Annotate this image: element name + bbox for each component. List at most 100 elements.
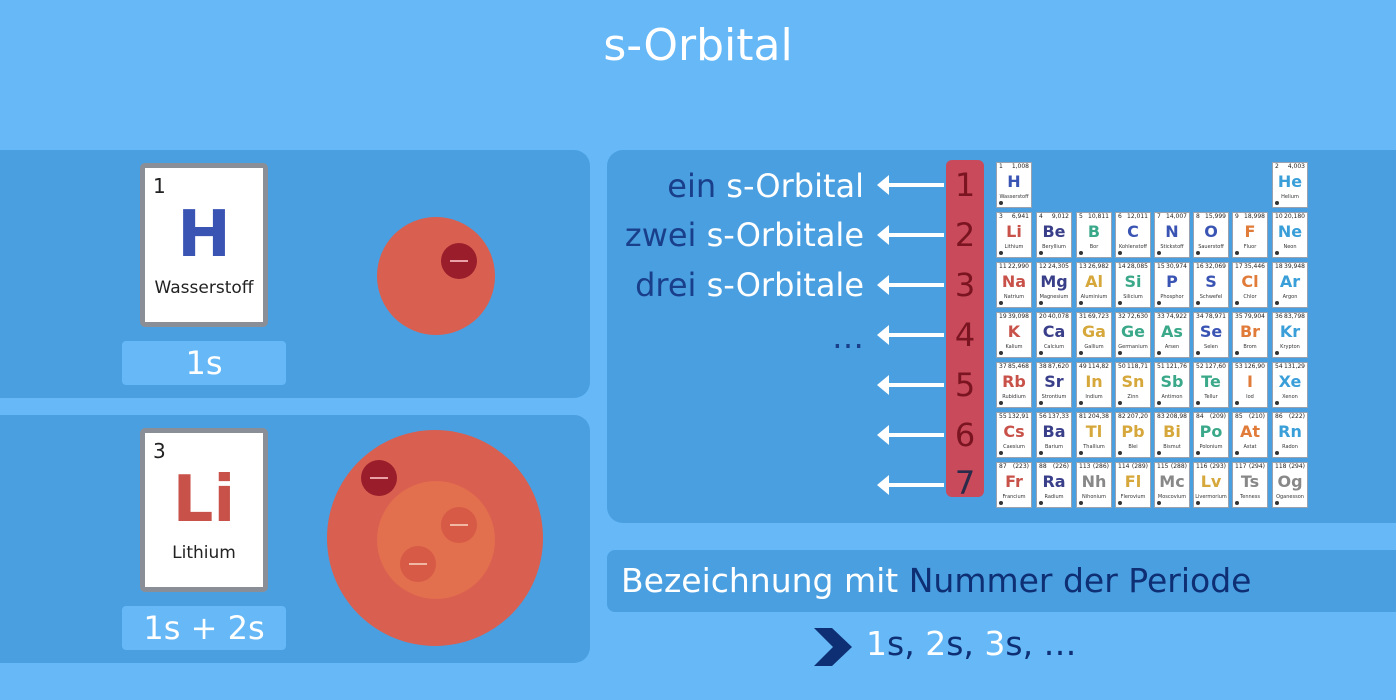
electron-icon [441, 507, 477, 543]
state-dot-icon [1275, 451, 1279, 455]
cell-atomic-mass: (226) [1052, 463, 1069, 470]
cell-name: Oganesson [1276, 494, 1304, 500]
cell-name: Radium [1044, 494, 1064, 500]
element-symbol: Li [172, 463, 236, 537]
state-dot-icon [1118, 301, 1122, 305]
state-dot-icon [1196, 251, 1200, 255]
cell-atomic-mass: (294) [1288, 463, 1305, 470]
state-dot-icon [1118, 451, 1122, 455]
cell-atomic-mass: (209) [1209, 413, 1226, 420]
cell-atomic-mass: 79,904 [1244, 313, 1265, 320]
cell-name: Flerovium [1120, 494, 1146, 500]
cell-name: Nihonium [1082, 494, 1106, 500]
cell-name: Caesium [1003, 444, 1025, 450]
cell-atomic-mass: (294) [1248, 463, 1265, 470]
cell-symbol: B [1087, 222, 1101, 241]
cell-symbol: Ar [1279, 272, 1301, 291]
cell-name: Neon [1283, 244, 1297, 250]
cell-atomic-mass: 1,008 [1011, 163, 1029, 170]
cell-atomic-number: 17 [1235, 263, 1243, 270]
cell-atomic-number: 82 [1118, 413, 1126, 420]
state-dot-icon [1157, 251, 1161, 255]
cell-atomic-mass: (286) [1092, 463, 1109, 470]
period-number: 7 [954, 464, 976, 502]
cell-atomic-number: 6 [1118, 213, 1122, 220]
cell-atomic-number: 54 [1275, 363, 1283, 370]
state-dot-icon [1235, 351, 1239, 355]
cell-atomic-number: 11 [999, 263, 1007, 270]
cell-symbol: Bi [1163, 422, 1181, 441]
cell-symbol: O [1204, 222, 1218, 241]
cell-name: Aluminium [1080, 294, 1108, 300]
period-number: 6 [954, 416, 976, 454]
cell-symbol: Sn [1121, 372, 1145, 391]
cell-atomic-mass: 24,305 [1048, 263, 1069, 270]
state-dot-icon [1039, 251, 1043, 255]
cell-symbol: Ra [1042, 472, 1066, 491]
cell-atomic-number: 5 [1079, 213, 1083, 220]
state-dot-icon [1157, 351, 1161, 355]
cell-atomic-mass: 69,723 [1088, 313, 1109, 320]
lithium-1s-orbital [377, 481, 495, 599]
cell-symbol: Mc [1159, 472, 1185, 491]
hydrogen-element-card: 1 H Wasserstoff [140, 163, 268, 327]
cell-name: Kalium [1005, 344, 1023, 350]
cell-atomic-number: 52 [1196, 363, 1204, 370]
cell-symbol: Ga [1082, 322, 1106, 341]
cell-atomic-number: 14 [1118, 263, 1126, 270]
cell-atomic-mass: 28,085 [1127, 263, 1148, 270]
cell-atomic-mass: 118,71 [1127, 363, 1148, 370]
state-dot-icon [1079, 501, 1083, 505]
cell-symbol: Po [1199, 422, 1223, 441]
cell-atomic-number: 32 [1118, 313, 1126, 320]
lithium-orbital-label: 1s + 2s [122, 606, 286, 650]
cell-symbol: Br [1239, 322, 1261, 341]
cell-name: Francium [1002, 494, 1026, 500]
cell-atomic-number: 9 [1235, 213, 1239, 220]
cell-name: Tenness [1240, 494, 1260, 500]
cell-symbol: As [1161, 322, 1183, 341]
cell-atomic-mass: 4,003 [1287, 163, 1305, 170]
cell-symbol: Ca [1042, 322, 1066, 341]
cell-atomic-number: 1 [999, 163, 1003, 170]
state-dot-icon [999, 351, 1003, 355]
cell-name: Phosphor [1160, 294, 1184, 300]
cell-atomic-mass: 78,971 [1205, 313, 1226, 320]
cell-symbol: Rb [1002, 372, 1026, 391]
cell-atomic-mass: 87,620 [1048, 363, 1069, 370]
cell-name: Silicium [1123, 294, 1143, 300]
state-dot-icon [1157, 301, 1161, 305]
state-dot-icon [1157, 451, 1161, 455]
cell-atomic-mass: 114,82 [1088, 363, 1109, 370]
cell-name: Selen [1204, 344, 1218, 350]
period-number: 2 [954, 216, 976, 254]
cell-name: Calcium [1043, 344, 1065, 350]
cell-name: Stickstoff [1160, 244, 1184, 250]
cell-atomic-mass: 9,012 [1051, 213, 1069, 220]
cell-symbol: Sr [1044, 372, 1064, 391]
cell-atomic-number: 31 [1079, 313, 1087, 320]
cell-atomic-number: 53 [1235, 363, 1243, 370]
cell-name: Wasserstoff [999, 194, 1029, 200]
cell-name: Germanium [1118, 344, 1148, 350]
hydrogen-panel [0, 150, 590, 398]
cell-symbol: P [1166, 272, 1178, 291]
